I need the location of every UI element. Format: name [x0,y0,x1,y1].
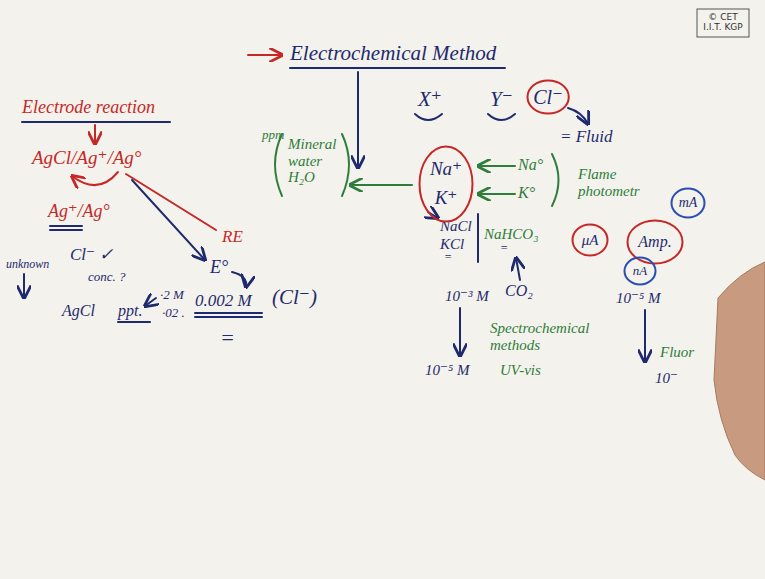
double-underline [50,226,82,230]
up-arrow [516,258,520,280]
handwritten-note: NaCl [440,218,472,235]
node-text: © CET I.I.T. KGP [701,13,745,33]
left-arrow [350,184,412,186]
handwritten-note: 10⁻⁵ M [616,290,660,307]
heading-arrow [248,54,282,56]
handwritten-note: Spectrochemical methods [490,320,600,353]
handwritten-note: Electrode reaction [22,98,155,118]
handwritten-note: E° [210,258,228,278]
handwritten-note: Flame photometr [578,166,658,199]
handwritten-note: Electrochemical Method [290,42,496,65]
handwritten-note: K° [518,184,535,202]
circle-outline [573,225,608,256]
node-text: Cl⁻ [533,86,562,108]
handwritten-note: Na° [518,156,543,174]
handwritten-note: conc. ? [88,270,126,284]
down-arrow [644,310,646,362]
handwritten-note: = [500,242,508,255]
handwritten-note: NaHCO₃ [484,226,538,243]
underline [118,321,150,323]
handwritten-note: X⁺ [418,88,442,111]
handwritten-note: AgCl/Ag⁺/Ag° [32,148,141,169]
bracket-curve [415,114,442,120]
handwritten-note: ·02 . [162,306,185,320]
node-outline [418,145,474,223]
box-border [697,9,749,37]
pointer-arrow [145,298,156,306]
handwritten-note: unknown [6,258,49,271]
node-text: Amp. [638,233,671,251]
circled-term: μA [571,223,609,257]
node-text: Na⁺ K⁺ [429,155,463,212]
underline [22,121,170,123]
down-arrow [459,308,461,356]
divider-line [477,214,479,262]
curved-arrow [72,172,118,185]
node-text: mA [679,195,698,210]
hand [714,262,765,480]
handwritten-note: Fluor [660,344,694,361]
node-text: nA [633,264,647,278]
circled-term: Na⁺ K⁺ [418,145,474,223]
heading-underline [290,67,505,69]
handwritten-note: ppt. [118,302,142,320]
handwritten-note: AgCl [62,302,95,320]
handwritten-note: 10⁻⁵ M [425,362,469,379]
handwritten-note: 0.002 M [195,292,252,311]
handwritten-note: Mineral water H₂O [288,136,342,186]
handwritten-note: = [444,251,452,264]
curved-arrow [232,272,246,287]
left-arrow [478,193,515,195]
handwritten-note: = Fluid [560,128,613,147]
parenthesis [275,134,282,196]
circled-term: mA [670,187,706,219]
left-arrow [478,165,515,167]
circled-term: Cl⁻ [526,79,570,115]
circle-outline [527,81,568,114]
handwritten-note: = [220,326,235,350]
node-text: μA [582,232,599,249]
handwritten-note: Cl⁻ ✓ [70,246,113,265]
handwritten-note: CO₂ [505,282,533,300]
down-arrow [357,72,359,168]
handwritten-note: ppm [262,128,284,142]
parenthesis [342,134,349,196]
circle-outline [672,189,705,218]
bracket-curve [488,114,515,120]
circle-outline [420,146,473,221]
handwritten-note: Ag⁺/Ag° [48,202,110,222]
handwritten-note: (Cl⁻) [272,286,317,309]
handwritten-note: ·2 M [160,288,184,302]
parenthesis [552,154,559,206]
handwritten-note: 10⁻ [655,370,678,387]
down-arrow [94,125,96,144]
handwritten-note: RE [222,228,243,247]
double-underline [195,313,262,317]
handwritten-note: 10⁻³ M [445,288,489,305]
down-arrow [23,274,25,298]
handwritten-note: UV-vis [500,362,541,379]
circle-outline [625,258,656,285]
circled-term: nA [623,256,657,286]
curved-arrow [568,108,588,124]
down-arrow [132,180,205,260]
copyright-box: © CET I.I.T. KGP [696,8,750,38]
handwritten-note: Y⁻ [490,88,513,111]
